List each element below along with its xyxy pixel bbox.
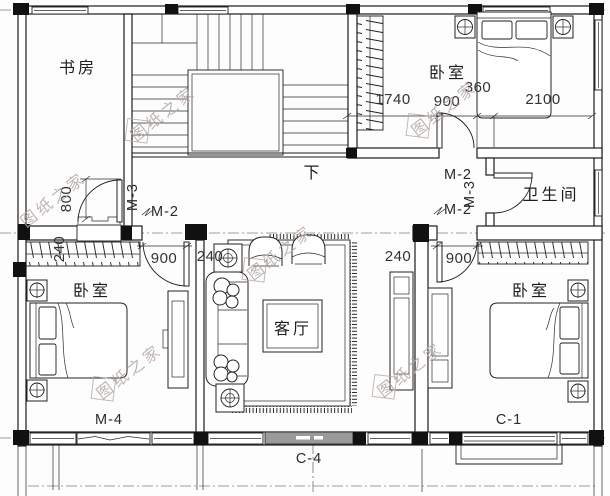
cabinet (427, 287, 453, 389)
plant (212, 277, 240, 309)
dimension-texts: 1740 900 360 2100 800 240 900 240 240 90… (51, 79, 560, 267)
armchair (291, 234, 326, 264)
window-c1 (461, 432, 558, 445)
tag-m4: M-4 (95, 412, 123, 428)
tag-m2-hall-top: M-2 (444, 167, 472, 183)
room-label-study: 书房 (59, 59, 97, 77)
svg-text:图纸之家: 图纸之家 (17, 169, 90, 231)
stair-down-label: 下 (303, 165, 322, 182)
dim-900-right: 900 (446, 250, 473, 267)
door-bedroom-left (142, 241, 190, 287)
room-labels: 书房 卧室 卫生间 卧室 客厅 卧室 (59, 59, 579, 338)
bedroom-top-furniture (454, 11, 574, 119)
tag-c4: C-4 (296, 451, 322, 467)
door-bedroom-top (436, 112, 475, 149)
svg-text:图纸之家: 图纸之家 (127, 83, 200, 145)
rug-fringe (350, 240, 357, 406)
door-window-tags: M-3 M-2 M-2 M-3 M-2 M-4 C-1 C-4 (95, 167, 522, 467)
bedroom-right-furniture (427, 279, 589, 403)
room-label-bedroom-top: 卧室 (429, 64, 467, 82)
plant (213, 354, 240, 383)
tag-m2-hall-bottom: M-2 (444, 202, 472, 218)
room-label-bedroom-right: 卧室 (512, 282, 550, 300)
windows (29, 6, 603, 445)
dim-900-left: 900 (151, 250, 178, 267)
wardrobes (25, 15, 589, 267)
lower-floor-lines (17, 445, 603, 496)
room-label-living: 客厅 (274, 320, 312, 338)
door-m4-opening (76, 432, 151, 445)
coffee-table (262, 299, 323, 353)
dimension-lines (80, 112, 597, 250)
dim-240-mid-right: 240 (385, 248, 412, 265)
rug-fringe (232, 406, 352, 413)
living-room-furniture (205, 234, 414, 413)
door-bathroom (493, 172, 533, 214)
columns (13, 3, 604, 445)
dim-800: 800 (58, 186, 75, 213)
tag-m3-study: M-3 (125, 183, 141, 211)
room-label-bathroom: 卫生间 (522, 186, 579, 204)
bedroom-left-furniture (26, 279, 189, 402)
dim-1740: 1740 (375, 91, 410, 108)
doors (76, 112, 533, 287)
bay-window (455, 444, 563, 465)
dim-900-top: 900 (434, 93, 461, 110)
tv-cabinet (167, 290, 189, 389)
dim-360: 360 (465, 79, 492, 96)
dim-240-mid-left: 240 (197, 248, 224, 265)
tag-m3-hall: M-3 (462, 180, 478, 208)
bed (476, 11, 552, 119)
watermark: 图纸之家 (17, 169, 90, 231)
door-study (76, 179, 123, 242)
bed (29, 302, 128, 379)
door-bedroom-right (436, 241, 478, 283)
bed (489, 302, 589, 379)
dim-240-left: 240 (51, 236, 68, 263)
cabinet (389, 271, 414, 391)
dim-2100: 2100 (525, 91, 560, 108)
tag-c1: C-1 (496, 412, 522, 428)
staircase: 下 (132, 14, 348, 182)
tag-m2-study: M-2 (151, 204, 179, 220)
room-label-bedroom-left: 卧室 (73, 282, 111, 300)
